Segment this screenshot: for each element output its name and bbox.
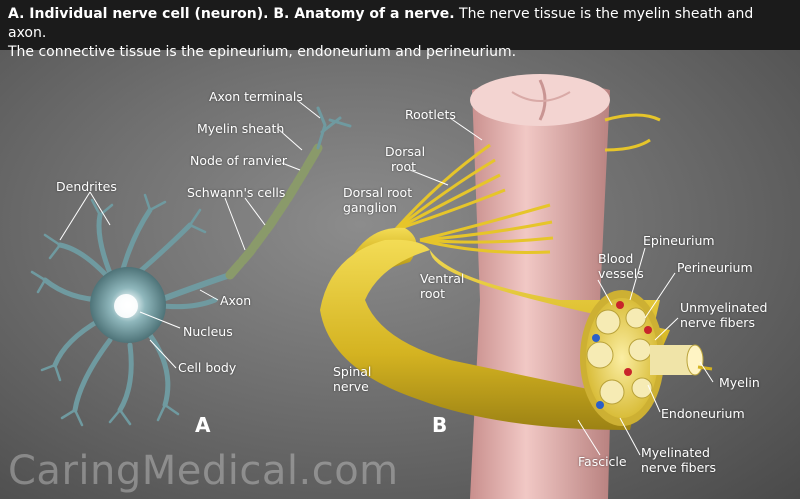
label-schwanns-cells: Schwann's cells — [187, 185, 286, 200]
label-dorsal-root-line2: root — [391, 159, 417, 174]
watermark-text: CaringMedical.com — [8, 448, 399, 494]
caption-header: A. Individual nerve cell (neuron). B. An… — [0, 0, 800, 60]
label-myelin: Myelin — [719, 375, 760, 390]
label-endoneurium: Endoneurium — [661, 406, 745, 421]
fascicle-extension — [650, 344, 713, 376]
spinal-nerve — [320, 239, 670, 430]
blood-vessel-dots — [592, 301, 652, 409]
nucleus — [114, 294, 138, 318]
label-blood-vessels-line2: vessels — [598, 266, 644, 281]
label-ventral-root-line1: Ventral — [420, 271, 465, 286]
label-drg-line2: ganglion — [343, 200, 397, 215]
label-node-of-ranvier: Node of ranvier — [190, 153, 288, 168]
label-drg-line1: Dorsal root — [343, 185, 413, 200]
panel-label-b: B — [432, 413, 448, 437]
panel-label-a: A — [195, 413, 211, 437]
label-axon: Axon — [220, 293, 252, 308]
label-spinal-nerve-line2: nerve — [333, 379, 369, 394]
label-myelinated-line1: Myelinated — [641, 445, 710, 460]
label-unmyelinated-line1: Unmyelinated — [680, 300, 768, 315]
label-nucleus: Nucleus — [183, 324, 233, 339]
caption-line2: The connective tissue is the epineurium,… — [8, 44, 517, 60]
label-dendrites: Dendrites — [56, 179, 117, 194]
dendrite-tips — [30, 193, 207, 427]
caption-bold: A. Individual nerve cell (neuron). B. An… — [8, 6, 455, 22]
axon-shaft — [157, 272, 233, 303]
label-cell-body: Cell body — [178, 360, 237, 375]
axon-terminal-branches — [316, 106, 352, 150]
label-blood-vessels-line1: Blood — [598, 251, 634, 266]
label-perineurium: Perineurium — [677, 260, 753, 275]
leader-lines — [59, 99, 714, 456]
caption-rest: The nerve tissue is the myelin sheath an… — [8, 6, 754, 41]
label-dorsal-root-line1: Dorsal — [385, 144, 426, 159]
label-unmyelinated-line2: nerve fibers — [680, 315, 755, 330]
label-myelinated-line2: nerve fibers — [641, 460, 716, 475]
label-axon-terminals: Axon terminals — [209, 89, 303, 104]
label-ventral-root-line2: root — [420, 286, 446, 301]
label-fascicle: Fascicle — [578, 454, 627, 469]
label-rootlets: Rootlets — [405, 107, 456, 122]
label-spinal-nerve-line1: Spinal — [333, 364, 372, 379]
rootlets — [393, 113, 661, 254]
label-myelin-sheath: Myelin sheath — [197, 121, 285, 136]
myelin-segments — [225, 143, 323, 280]
label-epineurium: Epineurium — [643, 233, 715, 248]
